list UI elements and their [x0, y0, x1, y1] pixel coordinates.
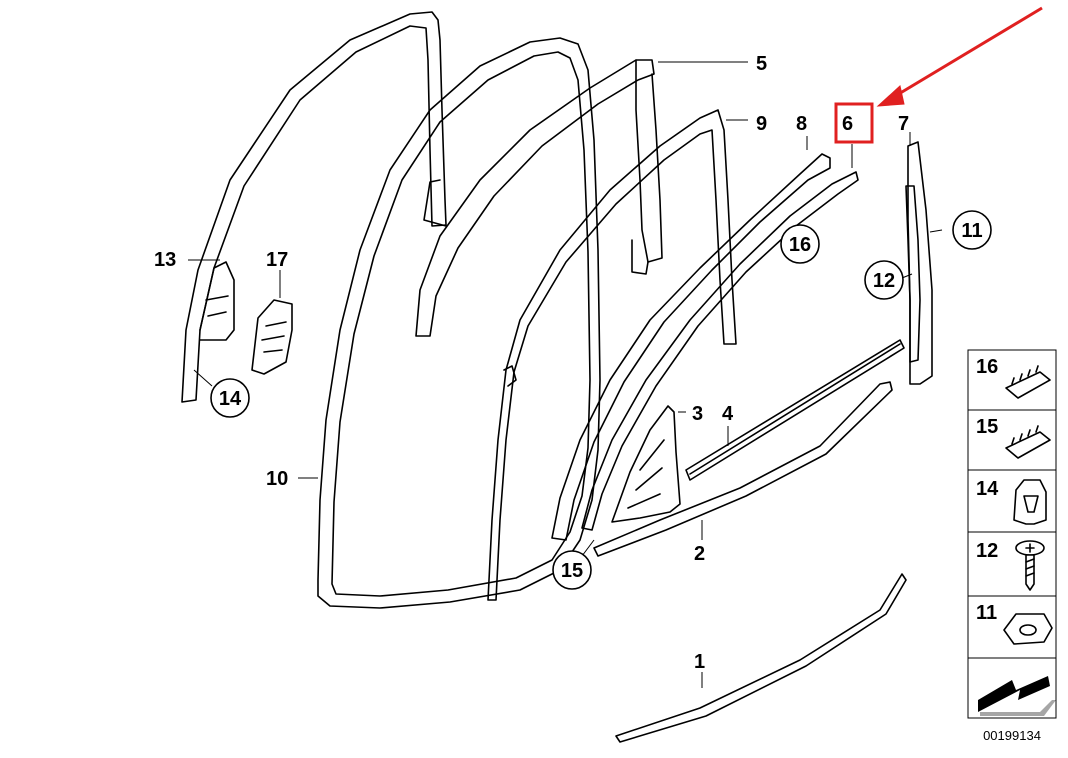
part-9-window-seal	[487, 109, 737, 601]
label-4: 4	[722, 403, 734, 425]
callout-15: 15	[561, 560, 583, 582]
direction-arrow-icon	[978, 676, 1056, 716]
part-5-window-trim	[415, 59, 663, 337]
highlight-box	[834, 102, 874, 144]
clip-15-icon	[1005, 425, 1051, 459]
part-17-bracket	[251, 299, 293, 375]
label-17: 17	[266, 249, 288, 271]
label-7: 7	[898, 113, 909, 135]
part-6-seal-strip	[581, 171, 859, 531]
part-7-pillar-trim	[905, 141, 933, 385]
label-1: 1	[694, 651, 705, 673]
callout-14-circle	[210, 378, 250, 418]
callout-12-circle	[864, 260, 904, 300]
callout-14: 14	[219, 388, 242, 410]
callout-11-circle	[952, 210, 992, 250]
label-3: 3	[692, 403, 703, 425]
clip-16-icon	[1005, 365, 1051, 399]
clip-11-icon	[1003, 613, 1053, 645]
legend-num-11: 11	[976, 602, 997, 624]
part-1-sill-strip	[615, 573, 907, 743]
part-3-triangle-panel	[611, 405, 681, 523]
callout-11: 11	[961, 220, 982, 242]
label-10: 10	[266, 468, 288, 490]
diagram-id: 00199134	[983, 728, 1041, 743]
red-arrow	[876, 6, 1043, 107]
callout-15-circle	[552, 550, 592, 590]
callout-12: 12	[873, 270, 895, 292]
part-10-door-seal	[317, 37, 601, 609]
legend-num-16: 16	[976, 356, 998, 378]
label-5: 5	[756, 53, 767, 75]
part-labels: 5 9 8 6 7 13 17 3 4 10 2 1	[154, 53, 909, 673]
label-6: 6	[842, 113, 853, 135]
label-8: 8	[796, 113, 807, 135]
part-8-channel-strip	[551, 153, 831, 541]
label-13: 13	[154, 249, 176, 271]
legend-num-15: 15	[976, 416, 998, 438]
part-2-lower-strip	[593, 381, 893, 557]
callout-16-circle	[780, 224, 820, 264]
legend-num-14: 14	[976, 478, 999, 500]
clip-14-icon	[1013, 479, 1047, 525]
label-9: 9	[756, 113, 767, 135]
legend-num-12: 12	[976, 540, 998, 562]
callout-16: 16	[789, 234, 811, 256]
part-4-belt-strip	[685, 339, 905, 481]
fastener-legend: 16 15 14 12 11	[967, 349, 1057, 743]
circle-callouts: 11 12 16 14 15	[210, 210, 992, 590]
leader-lines	[188, 61, 943, 688]
screw-12-icon	[1015, 540, 1045, 591]
part-13-pillar-trim	[181, 11, 447, 403]
label-2: 2	[694, 543, 705, 565]
